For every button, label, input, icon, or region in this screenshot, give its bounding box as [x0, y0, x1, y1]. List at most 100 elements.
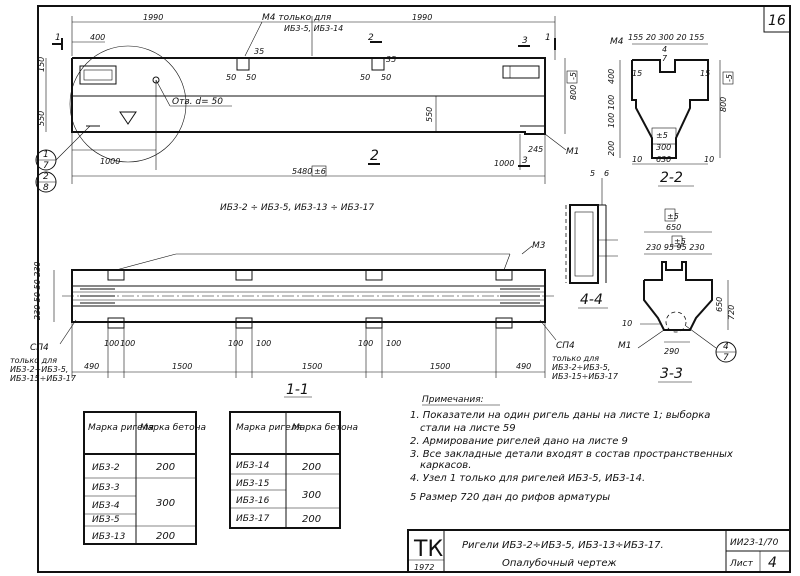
plan-dim-100-5: 100	[358, 339, 373, 348]
s33-label: 3-3	[660, 366, 683, 382]
plan-dim-1500-1: 1500	[172, 362, 192, 371]
s33-d650-top-tol: ±5	[667, 212, 679, 221]
dim-50-a: 50	[226, 73, 236, 82]
notes-heading: Примечания:	[422, 395, 484, 405]
plan-m3: М3	[532, 241, 546, 251]
notes-block: Примечания: 1. Показатели на один ригель…	[410, 395, 733, 503]
plan-dim-100-6: 100	[386, 339, 401, 348]
title-block: ТК 1972 Ригели ИБ3-2÷ИБ3-5, ИБ3-13÷ИБ3-1…	[407, 529, 791, 573]
plan-dim-100-3: 100	[228, 339, 243, 348]
s22-d15-b: 15	[700, 69, 710, 78]
s22-d7: 7	[662, 54, 668, 63]
s22-d4: 4	[662, 45, 667, 54]
s22-d100-b: 100	[607, 113, 616, 128]
s33-node-4: 4	[723, 342, 729, 352]
node-1: 1	[43, 150, 49, 160]
dim-245: 245	[528, 145, 543, 154]
plan-dim-100-1: 100	[104, 339, 119, 348]
plan-dim-100-2: 100	[120, 339, 135, 348]
plan-right-note-2: ИБ3-2÷ИБ3-5,	[552, 363, 610, 372]
plan-dim-1500-2: 1500	[302, 362, 322, 371]
dim-5480-tol: ±6	[314, 167, 326, 176]
note-line-6: 4. Узел 1 только для ригелей ИБ3-5, ИБ3-…	[410, 473, 645, 484]
t2-value-2: 300	[302, 490, 321, 501]
t1-value-3: 200	[156, 531, 175, 542]
dim-800: 800	[569, 85, 578, 100]
s33-d720: 720	[727, 305, 736, 320]
cut-1-top: 1	[55, 33, 61, 43]
cut-3-top: 3	[522, 36, 528, 46]
s33-d650-top: 650	[666, 223, 681, 232]
dim-150: 150	[37, 57, 46, 72]
t1-value-2: 300	[156, 498, 175, 509]
s22-d100-a: 100	[607, 95, 616, 110]
note-line-2: стали на листе 59	[420, 423, 516, 434]
dim-550-left: 550	[37, 111, 46, 126]
s33-d290: 290	[664, 347, 679, 356]
m4-note-line1: М4 только для	[262, 13, 332, 23]
dim-400: 400	[90, 33, 105, 42]
dim-800-tol: -5	[569, 72, 578, 80]
plan-sp4-left: СП4	[30, 343, 49, 353]
plan-side-dims: 230 50 50 230	[33, 261, 42, 320]
s22-d300-tol: ±5	[656, 131, 668, 140]
s33-node-7: 7	[723, 353, 729, 363]
s33-d10: 10	[622, 319, 632, 328]
t2-row-1: ИБ3-14	[236, 461, 270, 471]
cut-1-right: 1	[545, 33, 551, 43]
sheet-code: ИИ23-1/70	[730, 538, 779, 548]
s44-d6: 6	[604, 169, 609, 178]
dim-50-b: 50	[246, 73, 256, 82]
dim-35-a: 35	[254, 47, 264, 56]
node-2: 2	[43, 172, 49, 182]
note-line-4: 3. Все закладные детали входят в состав …	[410, 449, 733, 460]
section-4-4: 5 6 4-4	[565, 169, 618, 309]
note-line-1: 1. Показатели на один ригель даны на лис…	[410, 409, 710, 421]
s22-label: 2-2	[660, 170, 683, 186]
cut-2-bottom: 2	[370, 148, 379, 164]
sheet-title-line1: Ригели ИБ3-2÷ИБ3-5, ИБ3-13÷ИБ3-17.	[462, 540, 664, 551]
plan-sp4-right: СП4	[556, 341, 575, 351]
plan-left-note-1: только для	[10, 356, 57, 365]
sheet-frame: 16	[37, 5, 791, 573]
s44-d5: 5	[590, 169, 595, 178]
node-7: 7	[43, 161, 49, 171]
t2-value-3: 200	[302, 514, 321, 525]
sheet-year: 1972	[414, 563, 434, 572]
list-number: 4	[768, 555, 777, 571]
t1-row-3: ИБ3-4	[92, 501, 120, 511]
plan-right-note-3: ИБ3-15÷ИБ3-17	[552, 372, 619, 381]
plan-left-note-2: ИБ3-2÷ИБ3-5,	[10, 365, 68, 374]
plan-section-label: 1-1	[286, 382, 309, 398]
s22-d15-a: 15	[632, 69, 642, 78]
m1-label: М1	[566, 147, 580, 157]
t1-row-4: ИБ3-5	[92, 515, 120, 525]
node-8: 8	[43, 183, 49, 193]
s33-d190-tol: ±5	[674, 237, 686, 246]
s22-m4: М4	[610, 37, 624, 47]
elevation-view: 1990 1990 400 М4 только для ИБ3-5, ИБ3-1…	[35, 13, 580, 213]
m4-note-line2: ИБ3-5, ИБ3-14	[284, 24, 343, 33]
dim-1000-left: 1000	[100, 157, 120, 166]
t2-value-1: 200	[302, 462, 321, 473]
s44-label: 4-4	[580, 292, 603, 308]
s22-d300: 300	[656, 143, 671, 152]
dim-50-c: 50	[360, 73, 370, 82]
plan-dim-490-left: 490	[84, 362, 99, 371]
section-3-3: ±5 650 ±5 230 95 95 230 650 720 10 290 М…	[618, 208, 737, 383]
dim-550-mid: 550	[425, 107, 434, 122]
s33-m1: М1	[618, 341, 632, 351]
dim-1990-left: 1990	[143, 13, 163, 22]
s33-d650-side: 650	[715, 297, 724, 312]
dim-1000-right: 1000	[494, 159, 514, 168]
grade-table-1: Марка ригеля Марка бетона ИБ3-2 ИБ3-3 ИБ…	[83, 411, 206, 545]
s22-d800: 800	[719, 97, 728, 112]
t1-row-1: ИБ3-2	[92, 463, 120, 473]
t1-row-5: ИБ3-13	[92, 532, 126, 542]
t2-header-1: Марка ригеля	[236, 423, 302, 433]
s22-d800-tol: -5	[725, 74, 734, 82]
org-mark: ТК	[413, 537, 443, 562]
t2-row-2: ИБ3-15	[236, 479, 270, 489]
t1-value-1: 200	[156, 462, 175, 473]
dim-35-b: 35	[386, 55, 396, 64]
